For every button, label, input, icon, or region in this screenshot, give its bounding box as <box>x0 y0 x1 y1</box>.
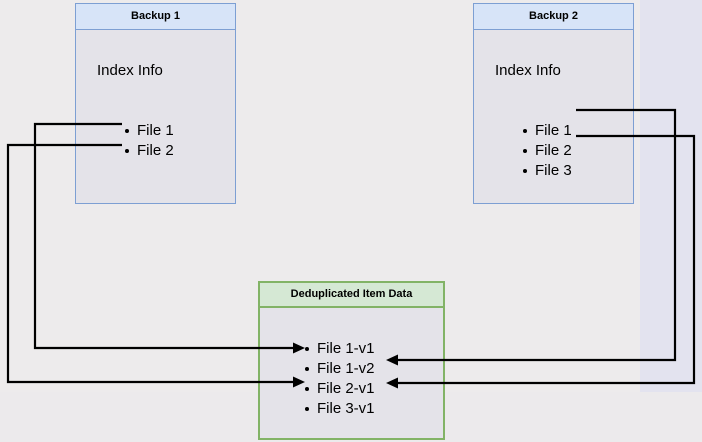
backup-1-file-item[interactable]: File 1 <box>123 121 174 141</box>
backup-2-file-item[interactable]: File 2 <box>521 141 572 161</box>
node-backup-2-header: Backup 2 <box>474 4 633 30</box>
dedup-file-list: File 1-v1 File 1-v2 File 2-v1 File 3-v1 <box>303 339 375 419</box>
backup-1-index-info-label: Index Info <box>97 62 163 79</box>
dedup-file-item[interactable]: File 1-v2 <box>303 359 375 379</box>
node-deduplicated-item-data[interactable]: Deduplicated Item Data File 1-v1 File 1-… <box>258 281 445 440</box>
backup-1-file-list: File 1 File 2 <box>123 121 174 161</box>
backup-2-file-item[interactable]: File 1 <box>521 121 572 141</box>
node-backup-1-header: Backup 1 <box>76 4 235 30</box>
node-backup-1[interactable]: Backup 1 Index Info File 1 File 2 <box>75 3 236 204</box>
dedup-file-item[interactable]: File 3-v1 <box>303 399 375 419</box>
canvas-right-region <box>640 0 702 442</box>
dedup-file-item[interactable]: File 2-v1 <box>303 379 375 399</box>
backup-2-file-list: File 1 File 2 File 3 <box>521 121 572 181</box>
node-backup-2[interactable]: Backup 2 Index Info File 1 File 2 File 3 <box>473 3 634 204</box>
backup-2-index-info-label: Index Info <box>495 62 561 79</box>
node-dedup-header: Deduplicated Item Data <box>260 283 443 308</box>
backup-2-file-item[interactable]: File 3 <box>521 161 572 181</box>
dedup-file-item[interactable]: File 1-v1 <box>303 339 375 359</box>
backup-1-file-item[interactable]: File 2 <box>123 141 174 161</box>
